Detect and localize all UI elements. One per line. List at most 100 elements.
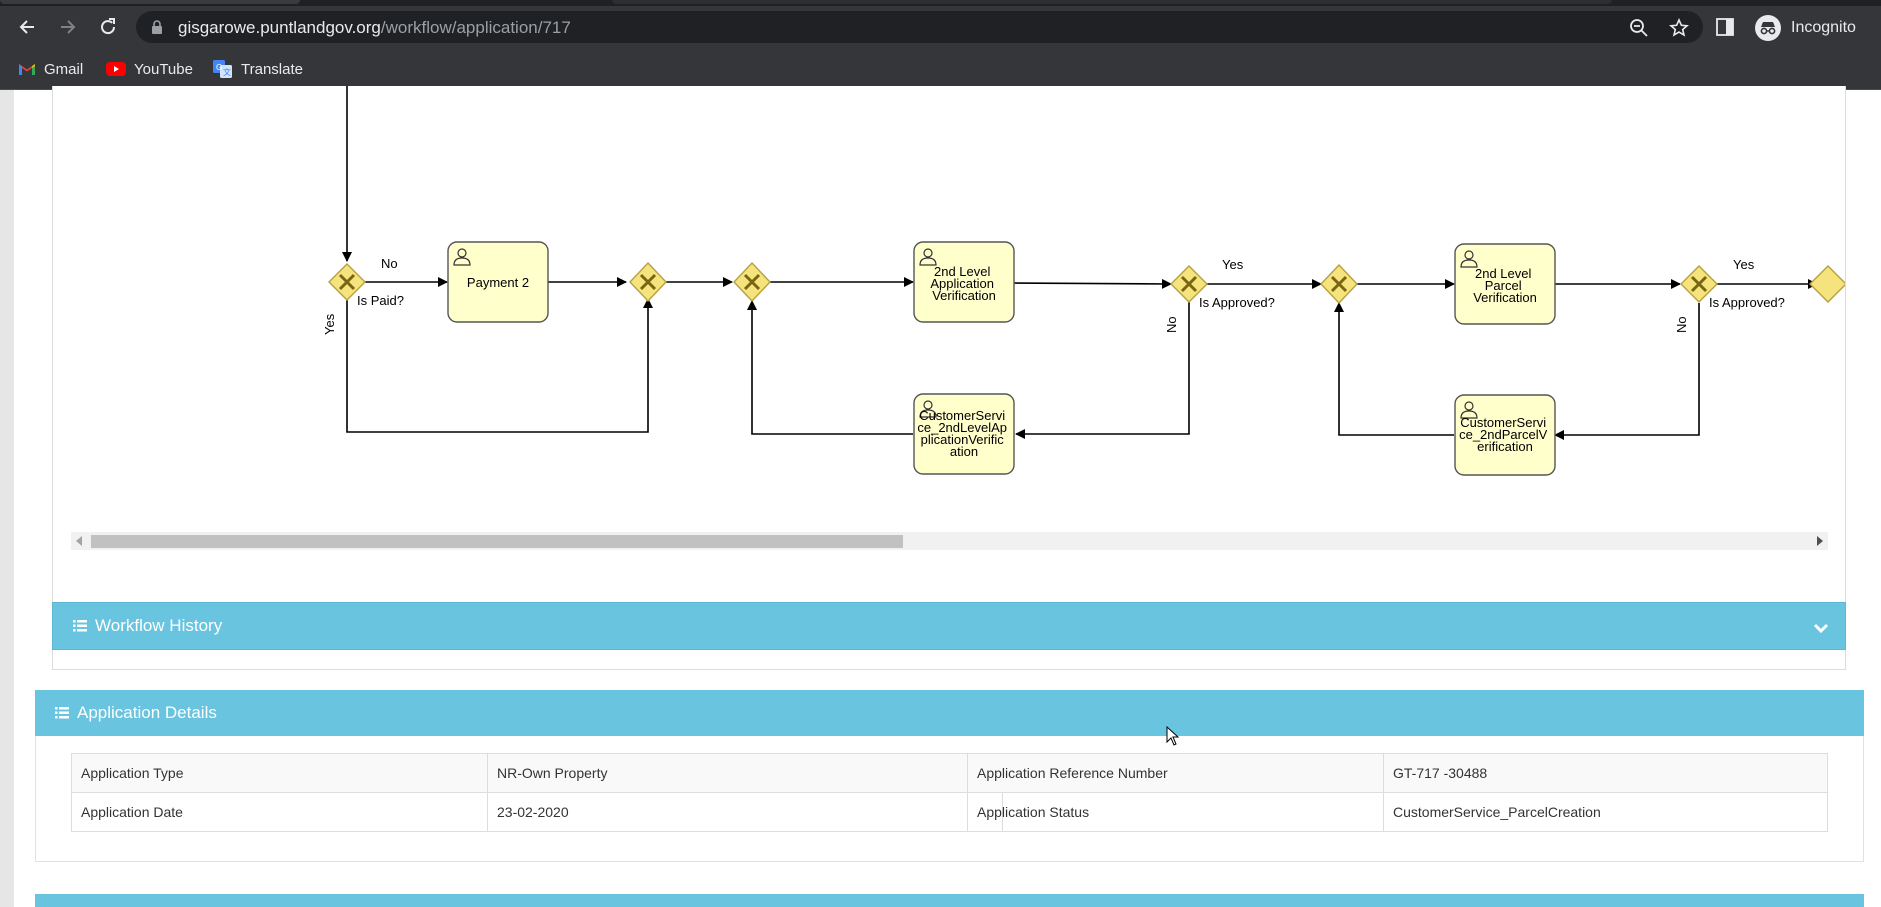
application-details-header: Application Details (35, 690, 1864, 736)
svg-text:G: G (216, 63, 222, 72)
gateway-merge[interactable] (629, 261, 667, 303)
workflow-diagram-panel: Payment 2 2nd Level Application Verifica… (52, 86, 1846, 670)
detail-value: GT-717 -30488 (1383, 753, 1828, 793)
svg-text:CustomerServi ce_2nd: CustomerServi ce_2ndLevelAp plicationVer… (917, 408, 1010, 459)
task-label: 2nd Level (1475, 266, 1531, 281)
user-task-icon (919, 400, 937, 418)
mouse-cursor-icon (1166, 726, 1180, 746)
task-2nd-level-application-verification[interactable]: 2nd Level Application Verification (913, 241, 1015, 323)
task-label: Verification (932, 288, 996, 303)
table-row: Application Reference Number GT-717 -304… (967, 753, 1828, 793)
flow-label: No (1164, 316, 1179, 333)
gateway-partial[interactable] (1809, 265, 1846, 303)
bookmark-label: Translate (241, 60, 303, 78)
reload-button[interactable] (93, 12, 123, 42)
gateway-label: Is Paid? (357, 293, 404, 308)
details-table-left: Application Type NR-Own Property Applica… (71, 753, 1003, 832)
scrollbar-thumb[interactable] (91, 535, 903, 548)
gateway-is-approved[interactable] (1170, 265, 1208, 303)
task-label: erification (1477, 439, 1533, 454)
user-task-icon (1460, 401, 1478, 419)
flow-arrow (346, 298, 653, 433)
url-text: gisgarowe.puntlandgov.org/workflow/appli… (178, 18, 571, 38)
scroll-left-icon[interactable] (76, 536, 82, 546)
flow-arrow (1015, 302, 1190, 439)
back-arrow-icon (19, 20, 34, 34)
detail-value: CustomerService_ParcelCreation (1383, 792, 1828, 832)
details-table-right: Application Reference Number GT-717 -304… (967, 753, 1828, 832)
flow-label: No (1674, 316, 1689, 333)
user-task-icon (453, 248, 471, 266)
table-row: Application Date 23-02-2020 (71, 792, 1003, 832)
bookmark-gmail[interactable]: Gmail (18, 58, 83, 80)
gateway-is-paid[interactable] (328, 263, 366, 301)
task-customer-service-2nd-parcel-verification[interactable]: CustomerServi ce_2ndParcelV erification (1454, 394, 1556, 476)
task-label: CustomerServi (1460, 415, 1546, 430)
detail-key: Application Type (71, 753, 488, 793)
detail-key: Application Reference Number (967, 753, 1384, 793)
gateway-merge[interactable] (733, 261, 771, 303)
bookmark-youtube[interactable]: YouTube (106, 58, 193, 80)
task-label: CustomerServi (919, 408, 1005, 423)
gateway-merge[interactable] (1320, 263, 1358, 305)
address-bar[interactable]: gisgarowe.puntlandgov.org/workflow/appli… (136, 11, 1703, 43)
section-title: Workflow History (95, 616, 223, 635)
zoom-button[interactable] (1628, 17, 1650, 39)
task-label: ation (950, 444, 978, 459)
workflow-history-header[interactable]: Workflow History (52, 602, 1846, 650)
bookmark-label: Gmail (44, 60, 84, 78)
bookmark-star-button[interactable] (1668, 17, 1690, 39)
list-icon (55, 707, 69, 719)
list-icon (73, 620, 87, 632)
tab-edge[interactable] (0, 0, 300, 4)
bookmark-label: YouTube (134, 60, 193, 78)
gateway-label: Is Approved? (1709, 295, 1785, 310)
chevron-down-icon[interactable] (1813, 619, 1829, 639)
detail-key: Application Date (71, 792, 488, 832)
svg-text:2nd Level Applicatio: 2nd Level Application Verification (930, 264, 997, 303)
scroll-right-icon[interactable] (1817, 536, 1823, 546)
task-customer-service-2nd-level-application-verification[interactable]: CustomerServi ce_2ndLevelAp plicationVer… (913, 393, 1015, 475)
task-label: ce_2ndParcelV (1459, 427, 1547, 442)
flow-arrow (1334, 302, 1454, 436)
task-label: Parcel (1485, 278, 1522, 293)
browser-toolbar: gisgarowe.puntlandgov.org/workflow/appli… (0, 6, 1881, 48)
forward-arrow-icon (61, 20, 76, 34)
gateway-label: Is Approved? (1199, 295, 1275, 310)
gateway-is-approved[interactable] (1680, 265, 1718, 303)
side-panel-button[interactable] (1716, 18, 1734, 41)
tab-edge[interactable] (612, 0, 1612, 4)
profile-button[interactable]: Incognito (1755, 14, 1856, 42)
section-title: Application Details (77, 703, 217, 722)
next-section-header[interactable] (35, 894, 1864, 907)
tab-strip (0, 0, 1881, 6)
application-details-panel: Application Type NR-Own Property Applica… (35, 736, 1864, 862)
user-task-icon (919, 248, 937, 266)
gmail-icon (18, 62, 36, 76)
task-label: Verification (1473, 290, 1537, 305)
flow-label: Yes (322, 313, 337, 335)
url-host: gisgarowe.puntlandgov.org (178, 18, 381, 37)
detail-key: Application Status (967, 792, 1384, 832)
task-label: ce_2ndLevelAp (917, 420, 1007, 435)
task-2nd-level-parcel-verification[interactable]: 2nd Level Parcel Verification (1454, 243, 1556, 325)
diagram-horizontal-scrollbar[interactable] (71, 532, 1828, 550)
url-path: /workflow/application/717 (380, 18, 571, 37)
flow-arrow (747, 300, 913, 435)
table-row: Application Status CustomerService_Parce… (967, 792, 1828, 832)
back-button[interactable] (12, 12, 42, 42)
flow-arrow (1554, 303, 1700, 440)
task-label: Application (930, 276, 994, 291)
flow-arrow (1013, 278, 1172, 289)
detail-value: 23-02-2020 (487, 792, 1003, 832)
flow-label: No (381, 256, 398, 271)
task-payment-2[interactable]: Payment 2 (447, 241, 549, 323)
forward-button[interactable] (53, 12, 83, 42)
user-task-icon (1460, 250, 1478, 268)
youtube-icon (106, 62, 126, 76)
detail-value: NR-Own Property (487, 753, 1003, 793)
table-row: Application Type NR-Own Property (71, 753, 1003, 793)
task-label: Payment 2 (467, 275, 529, 290)
